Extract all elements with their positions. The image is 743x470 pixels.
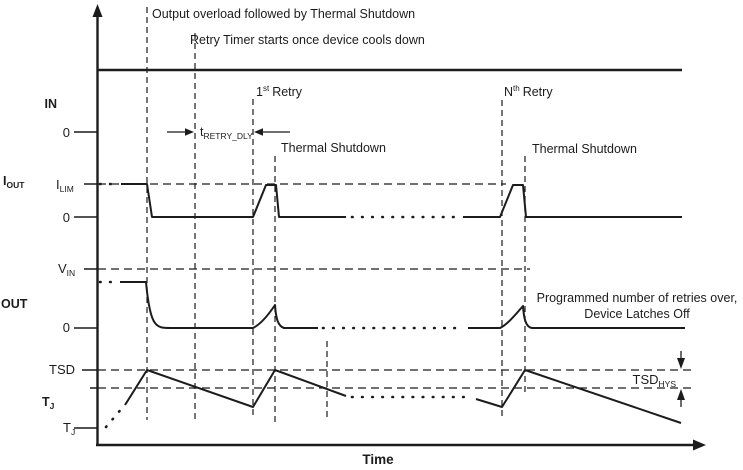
retry-delay-label: tRETRY_DLY	[200, 125, 253, 141]
tsd-level-label: TSD	[49, 362, 75, 377]
in-row-label: IN	[45, 97, 58, 111]
retry-delay-arrow-right-icon	[254, 128, 263, 136]
iout-zero-label: 0	[63, 210, 70, 225]
tsd-hys-label: TSDHYS	[633, 372, 677, 389]
iout-signal-trace	[121, 183, 346, 218]
iout-signal-trace-after-break	[463, 184, 682, 218]
time-axis-label: Time	[362, 452, 394, 467]
tj-base-level-label: TJ	[63, 420, 75, 437]
out-signal-trace	[120, 281, 318, 329]
y-axis-arrow-icon	[92, 4, 103, 17]
iout-row-label: IOUT	[3, 174, 25, 190]
tj-signal-trace	[124, 369, 347, 408]
ilim-level-label: ILIM	[56, 177, 74, 194]
latch-off-annotation-line1: Programmed number of retries over,	[537, 291, 738, 305]
tsd-hys-arrow-down-icon	[677, 358, 685, 369]
axis-ticks	[74, 131, 97, 429]
retry-delay-arrow-left-icon	[185, 128, 194, 136]
vin-level-label: VIN	[58, 261, 75, 278]
overload-annotation: Output overload followed by Thermal Shut…	[152, 7, 415, 21]
level-guide-lines	[98, 183, 696, 389]
out-row-label: OUT	[1, 297, 28, 311]
latch-off-annotation-line2: Device Latches Off	[584, 307, 690, 321]
out-zero-label: 0	[63, 320, 70, 335]
tj-start-ellipsis	[104, 405, 125, 429]
tj-signal-trace-after-break	[475, 369, 682, 424]
tsd-hys-arrow-up-icon	[677, 389, 685, 400]
in-zero-label: 0	[63, 125, 70, 140]
retry-timer-annotation: Retry Timer starts once device cools dow…	[190, 33, 425, 47]
x-axis-arrow-icon	[693, 439, 706, 451]
event-guide-lines	[146, 7, 526, 423]
thermal-shutdown-first-label: Thermal Shutdown	[281, 141, 386, 155]
out-signal-trace-after-break	[468, 305, 685, 329]
tj-row-label: TJ	[42, 395, 55, 411]
thermal-shutdown-nth-label: Thermal Shutdown	[532, 142, 637, 156]
